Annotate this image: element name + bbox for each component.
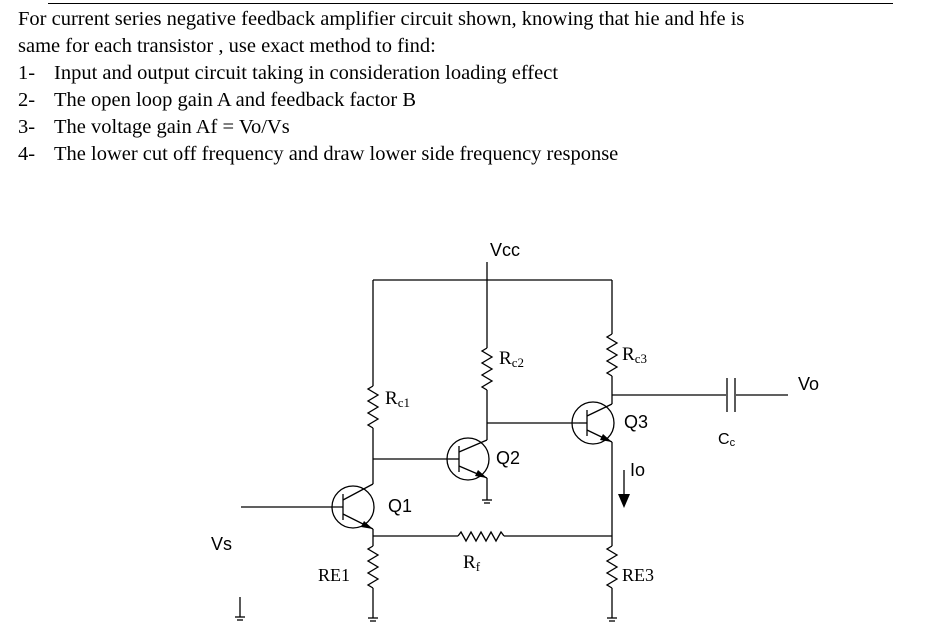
rc3-label: Rc3 bbox=[622, 344, 647, 366]
q3-transistor bbox=[571, 401, 615, 445]
io-label: Io bbox=[630, 460, 645, 480]
re3-label: RE3 bbox=[622, 565, 654, 585]
io-current-arrow-icon bbox=[618, 470, 630, 508]
question-item-2: 2-The open loop gain A and feedback fact… bbox=[18, 89, 417, 111]
question-text: For current series negative feedback amp… bbox=[18, 6, 918, 168]
vs-label: Vs bbox=[211, 534, 232, 554]
top-rule bbox=[48, 3, 893, 4]
q2-transistor bbox=[446, 437, 490, 481]
re1-label: RE1 bbox=[318, 565, 350, 585]
vs-ground-icon bbox=[235, 597, 245, 621]
q2-label: Q2 bbox=[496, 448, 520, 468]
re3-resistor bbox=[605, 545, 619, 618]
re1-ground-icon bbox=[368, 617, 378, 622]
re3-ground-icon bbox=[607, 617, 617, 622]
rc2-resistor bbox=[480, 280, 494, 440]
cc-label: Cc bbox=[718, 431, 736, 449]
question-item-1: 1-Input and output circuit taking in con… bbox=[18, 62, 559, 84]
vo-label: Vo bbox=[798, 374, 819, 394]
rc1-label: Rc1 bbox=[385, 388, 410, 410]
q2-emitter-ground-icon bbox=[482, 478, 492, 504]
rf-resistor bbox=[373, 530, 612, 543]
question-item-4: 4-The lower cut off frequency and draw l… bbox=[18, 143, 619, 165]
vcc-label: Vcc bbox=[490, 240, 520, 260]
question-item-3: 3-The voltage gain Af = Vo/Vs bbox=[18, 116, 290, 138]
cc-capacitor bbox=[726, 378, 736, 412]
q1-label: Q1 bbox=[388, 496, 412, 516]
re1-resistor bbox=[366, 529, 380, 618]
rc3-resistor bbox=[605, 280, 619, 404]
vcc-rail bbox=[373, 262, 612, 281]
q3-label: Q3 bbox=[624, 412, 648, 432]
rc2-label: Rc2 bbox=[499, 348, 524, 370]
rf-label: Rf bbox=[463, 552, 481, 574]
question-intro-line-2: same for each transistor , use exact met… bbox=[18, 35, 436, 57]
question-intro-line-1: For current series negative feedback amp… bbox=[18, 8, 745, 30]
rc1-resistor bbox=[366, 280, 380, 484]
